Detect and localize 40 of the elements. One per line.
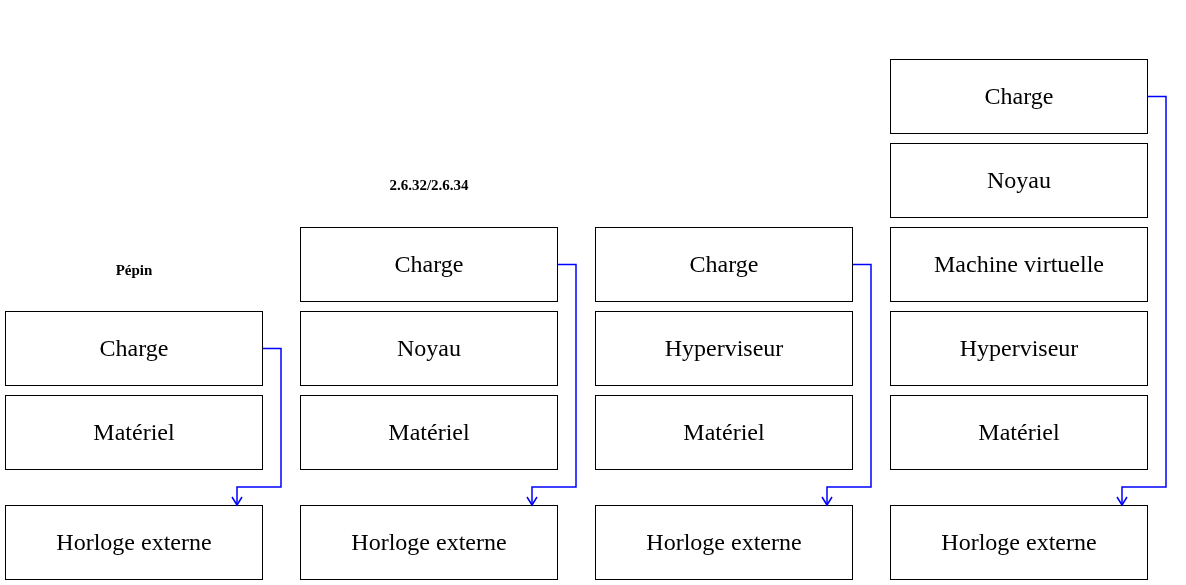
layer-label: Noyau xyxy=(397,335,461,362)
layer-label: Matériel xyxy=(978,419,1060,446)
layer-label: Noyau xyxy=(987,167,1051,194)
layer-box xyxy=(890,227,1148,302)
arrow xyxy=(231,347,282,506)
layer-box xyxy=(595,395,853,470)
layer-box xyxy=(595,227,853,302)
arrow xyxy=(526,263,577,506)
layer-box xyxy=(300,505,558,580)
layer-box xyxy=(890,311,1148,386)
layer-label: Charge xyxy=(394,251,464,278)
arrow xyxy=(821,263,872,506)
layer-label: Charge xyxy=(99,335,169,362)
layer-label: Matériel xyxy=(388,419,470,446)
layer-label: Charge xyxy=(984,83,1054,110)
layer-label: Charge xyxy=(689,251,759,278)
layer-box xyxy=(890,395,1148,470)
layer-label: Hyperviseur xyxy=(959,335,1079,362)
column-heading: 2.6.32/2.6.34 xyxy=(388,177,470,194)
layer-box xyxy=(595,505,853,580)
layer-box xyxy=(300,395,558,470)
layer-box xyxy=(300,227,558,302)
layer-label: Horloge externe xyxy=(646,529,802,556)
layer-box xyxy=(890,143,1148,218)
layer-box xyxy=(5,395,263,470)
layer-box xyxy=(890,505,1148,580)
layer-label: Horloge externe xyxy=(941,529,1097,556)
layer-label: Hyperviseur xyxy=(664,335,784,362)
layer-label: Machine virtuelle xyxy=(934,251,1104,278)
layer-label: Matériel xyxy=(93,419,175,446)
column-heading: Pépin xyxy=(114,262,154,279)
layer-label: Horloge externe xyxy=(56,529,212,556)
arrow xyxy=(1116,95,1167,506)
layer-label: Matériel xyxy=(683,419,765,446)
layer-box xyxy=(5,505,263,580)
layer-box xyxy=(890,59,1148,134)
layer-box xyxy=(300,311,558,386)
layer-box xyxy=(5,311,263,386)
layer-label: Horloge externe xyxy=(351,529,507,556)
layer-box xyxy=(595,311,853,386)
